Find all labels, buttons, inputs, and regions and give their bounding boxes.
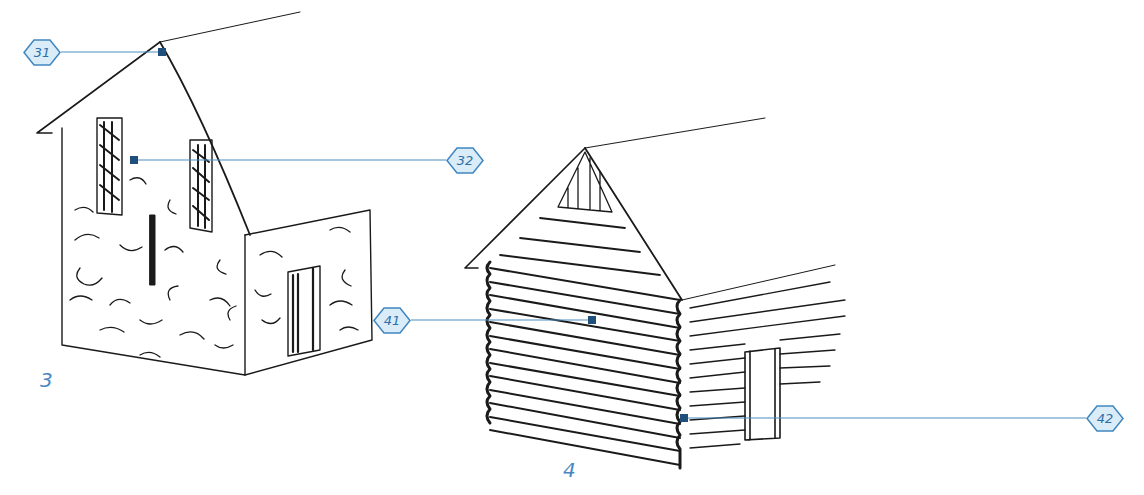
callout-diamond: 42 (1086, 405, 1124, 432)
wall-outline (62, 128, 245, 375)
roof-ridge (160, 12, 300, 42)
wall-outline (245, 210, 372, 375)
diamond-shape (374, 308, 410, 333)
callout-number: 31 (23, 39, 61, 66)
leader-line (411, 319, 592, 320)
log-course (500, 218, 660, 275)
door-hatch (293, 268, 313, 352)
barn-door (745, 348, 780, 440)
leader-dot (130, 156, 138, 164)
callout-diamond: 41 (373, 307, 411, 334)
leader-dot (680, 414, 688, 422)
leader-line (684, 417, 1086, 418)
leader-dot (588, 316, 596, 324)
leader-dot (158, 48, 166, 56)
gable-window (97, 118, 122, 215)
gable-window (190, 140, 212, 232)
log-course (490, 268, 680, 465)
stone-texture (70, 178, 236, 357)
leader-lines (61, 48, 1086, 422)
log-ends (677, 300, 680, 468)
callout-diamond: 32 (446, 147, 484, 174)
roof-ridge (585, 118, 765, 148)
roof-edge (160, 42, 250, 235)
diamond-shape (24, 40, 60, 65)
stone-texture (255, 227, 358, 330)
leader-line (61, 51, 162, 52)
leader-line (134, 159, 446, 160)
window-hatch (100, 122, 119, 212)
wall-slot (150, 215, 155, 285)
callout-number: 41 (373, 307, 411, 334)
callout-number: 42 (1086, 405, 1124, 432)
roof-edge (585, 148, 682, 300)
log-barn (465, 118, 845, 468)
stone-barn (37, 12, 372, 375)
diamond-shape (1087, 406, 1123, 431)
window-hatch (193, 145, 209, 228)
callout-number: 32 (446, 147, 484, 174)
side-logs (690, 282, 845, 448)
diamond-shape (447, 148, 483, 173)
log-ends (487, 262, 490, 423)
barn-door (288, 266, 320, 356)
callout-diamond: 31 (23, 39, 61, 66)
gable-boards (558, 152, 612, 212)
figure-number: 3 (40, 368, 53, 392)
figure-number: 4 (563, 458, 576, 482)
